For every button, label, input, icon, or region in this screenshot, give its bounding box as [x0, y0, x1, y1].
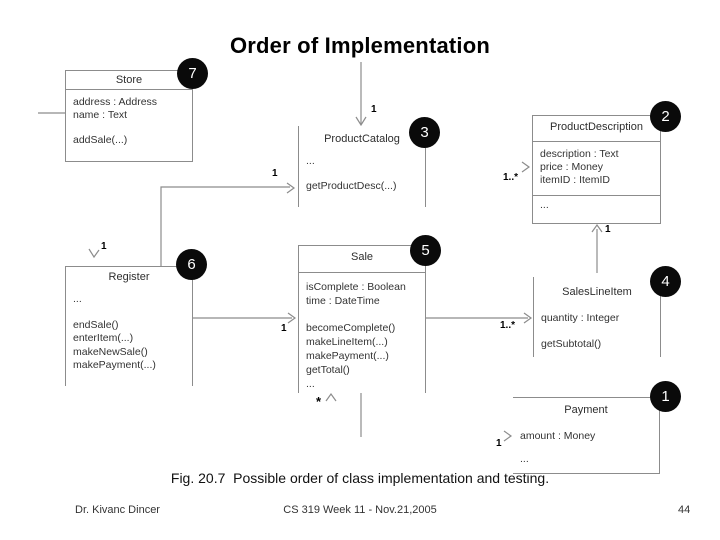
arrowhead-into-catalog-left [286, 182, 296, 194]
class-title: SalesLineItem [562, 286, 632, 298]
class-box-sales-line-item: SalesLineItem quantity : Integer getSubt… [533, 277, 661, 357]
footer-course-info: CS 319 Week 11 - Nov.21,2005 [283, 504, 437, 516]
multiplicity-label-register-to-sale: 1 [281, 323, 287, 334]
method-row: enterItem(...) [73, 332, 134, 344]
multiplicity-label-sale-to-lineitem: 1..* [500, 320, 516, 331]
attribute-row: price : Money [540, 161, 604, 173]
method-row: makePayment(...) [73, 359, 156, 371]
arrowhead-into-description-bottom [591, 223, 603, 233]
class-title: Payment [564, 404, 608, 416]
method-row: ... [540, 199, 549, 211]
multiplicity-label-payment-to-sale: * [316, 394, 322, 409]
page-title: Order of Implementation [229, 33, 491, 58]
order-badge-sale: 5 [410, 235, 441, 266]
method-row: ... [306, 378, 315, 390]
order-badge-store: 7 [177, 58, 208, 89]
class-title: ProductCatalog [324, 133, 400, 145]
class-title: Store [66, 71, 192, 90]
attribute-row: ... [73, 293, 82, 305]
attribute-row: address : Address [73, 96, 158, 108]
multiplicity-label-sale-to-payment: 1 [496, 438, 502, 449]
attribute-row: amount : Money [520, 430, 596, 442]
order-badge-sales-line-item: 4 [650, 266, 681, 297]
attribute-row: itemID : ItemID [540, 174, 611, 186]
class-box-register: Register ... endSale() enterItem(...) ma… [65, 266, 193, 386]
figure-caption: Fig. 20.7 Possible order of class implem… [170, 470, 550, 486]
arrowhead-into-lineitem-left [523, 312, 533, 324]
footer-page-number: 44 [678, 504, 691, 516]
method-row: makeLineItem(...) [306, 336, 388, 348]
attribute-row: name : Text [73, 109, 128, 121]
class-box-product-description: ProductDescription description : Text pr… [532, 115, 661, 224]
attribute-row: time : DateTime [306, 295, 380, 307]
arrowhead-into-catalog-top [355, 116, 367, 127]
multiplicity-label-lineitem-to-description: 1 [605, 224, 611, 235]
multiplicity-label-store-to-catalog: 1 [371, 104, 377, 115]
class-box-sale: Sale isComplete : Boolean time : DateTim… [298, 245, 426, 393]
arrowhead-into-sale-bottom [325, 392, 337, 402]
class-box-payment: Payment amount : Money ... [513, 397, 660, 474]
connector-register-to-catalog [160, 186, 290, 266]
multiplicity-label-catalog-to-description: 1..* [503, 172, 519, 183]
method-row: makePayment(...) [306, 350, 389, 362]
order-badge-product-description: 2 [650, 101, 681, 132]
arrowhead-into-description-left [521, 161, 531, 173]
footer-author: Dr. Kivanc Dincer [75, 504, 160, 516]
method-row: endSale() [73, 318, 119, 331]
class-box-store: Store address : Address name : Text addS… [65, 70, 193, 162]
method-row: getProductDesc(...) [306, 180, 397, 192]
method-row: getSubtotal() [541, 338, 602, 350]
class-title: Sale [299, 246, 425, 273]
attribute-row: description : Text [540, 148, 619, 160]
attribute-row: ... [306, 155, 315, 167]
multiplicity-label-store-to-register: 1 [101, 241, 107, 252]
method-row: makeNewSale() [73, 345, 148, 358]
class-box-product-catalog: ProductCatalog ... getProductDesc(...) [298, 126, 426, 207]
order-badge-payment: 1 [650, 381, 681, 412]
class-title: Register [108, 271, 150, 283]
method-row: getTotal() [306, 364, 350, 376]
arrowhead-into-sale-left [287, 312, 297, 324]
arrowhead-into-payment-left [503, 430, 513, 442]
method-row: addSale(...) [73, 134, 128, 146]
method-row: becomeComplete() [306, 322, 396, 334]
attribute-row: quantity : Integer [541, 312, 620, 324]
class-title: ProductDescription [533, 116, 660, 142]
multiplicity-label-register-to-catalog: 1 [272, 168, 278, 179]
method-row: ... [520, 453, 529, 465]
arrowhead-into-register-top [88, 248, 100, 259]
order-badge-register: 6 [176, 249, 207, 280]
order-badge-product-catalog: 3 [409, 117, 440, 148]
attribute-row: isComplete : Boolean [306, 281, 406, 293]
